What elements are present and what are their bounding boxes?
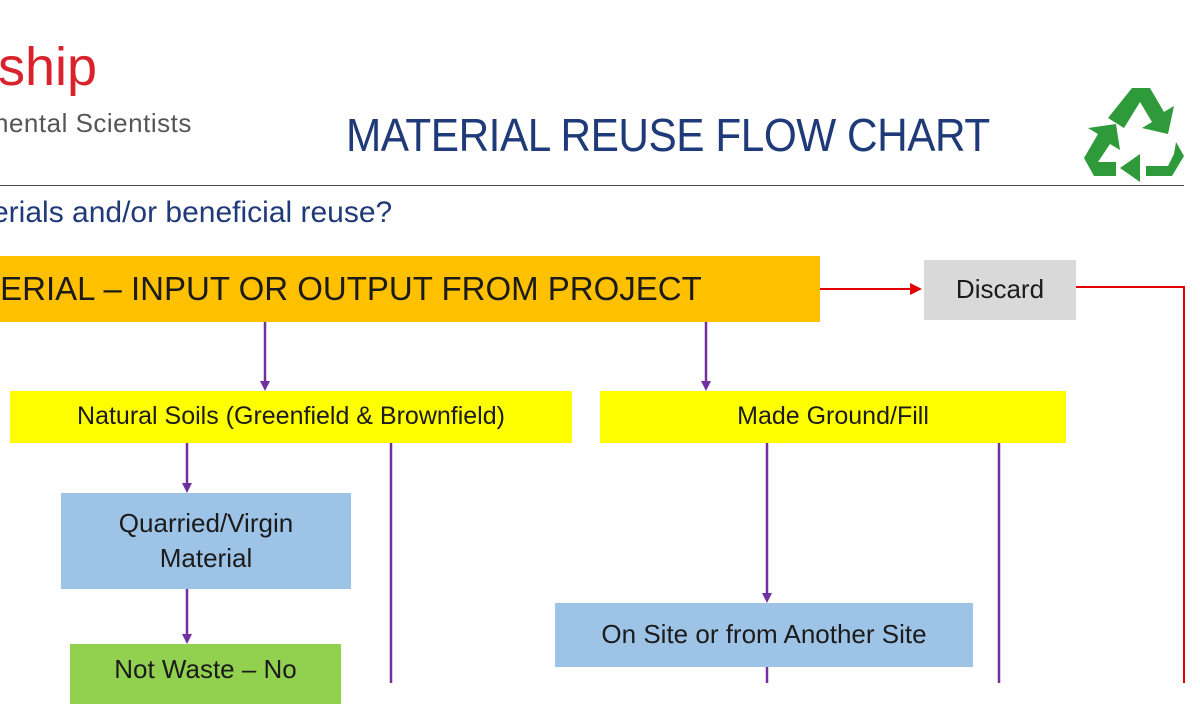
brand-name: rship <box>0 37 98 97</box>
brand-subtitle: nental Scientists <box>0 108 192 138</box>
discard-box: Discard <box>924 260 1076 320</box>
natural-soils-box: Natural Soils (Greenfield & Brownfield) <box>10 391 572 443</box>
not-waste-box: Not Waste – No <box>70 644 341 704</box>
title-divider <box>0 185 1184 186</box>
page-title: MATERIAL REUSE FLOW CHART <box>346 109 990 161</box>
on-site-box: On Site or from Another Site <box>555 603 973 667</box>
recycle-icon <box>1084 88 1184 182</box>
connector-lines <box>182 283 1185 683</box>
material-box: TERIAL – INPUT OR OUTPUT FROM PROJECT <box>0 256 820 322</box>
made-ground-box: Made Ground/Fill <box>600 391 1066 443</box>
quarried-line-1: Quarried/Virgin <box>118 507 294 538</box>
line-discard-out <box>1076 286 1185 683</box>
quarried-line-2: Material <box>159 543 253 573</box>
question-text: erials and/or beneficial reuse? <box>0 196 393 229</box>
